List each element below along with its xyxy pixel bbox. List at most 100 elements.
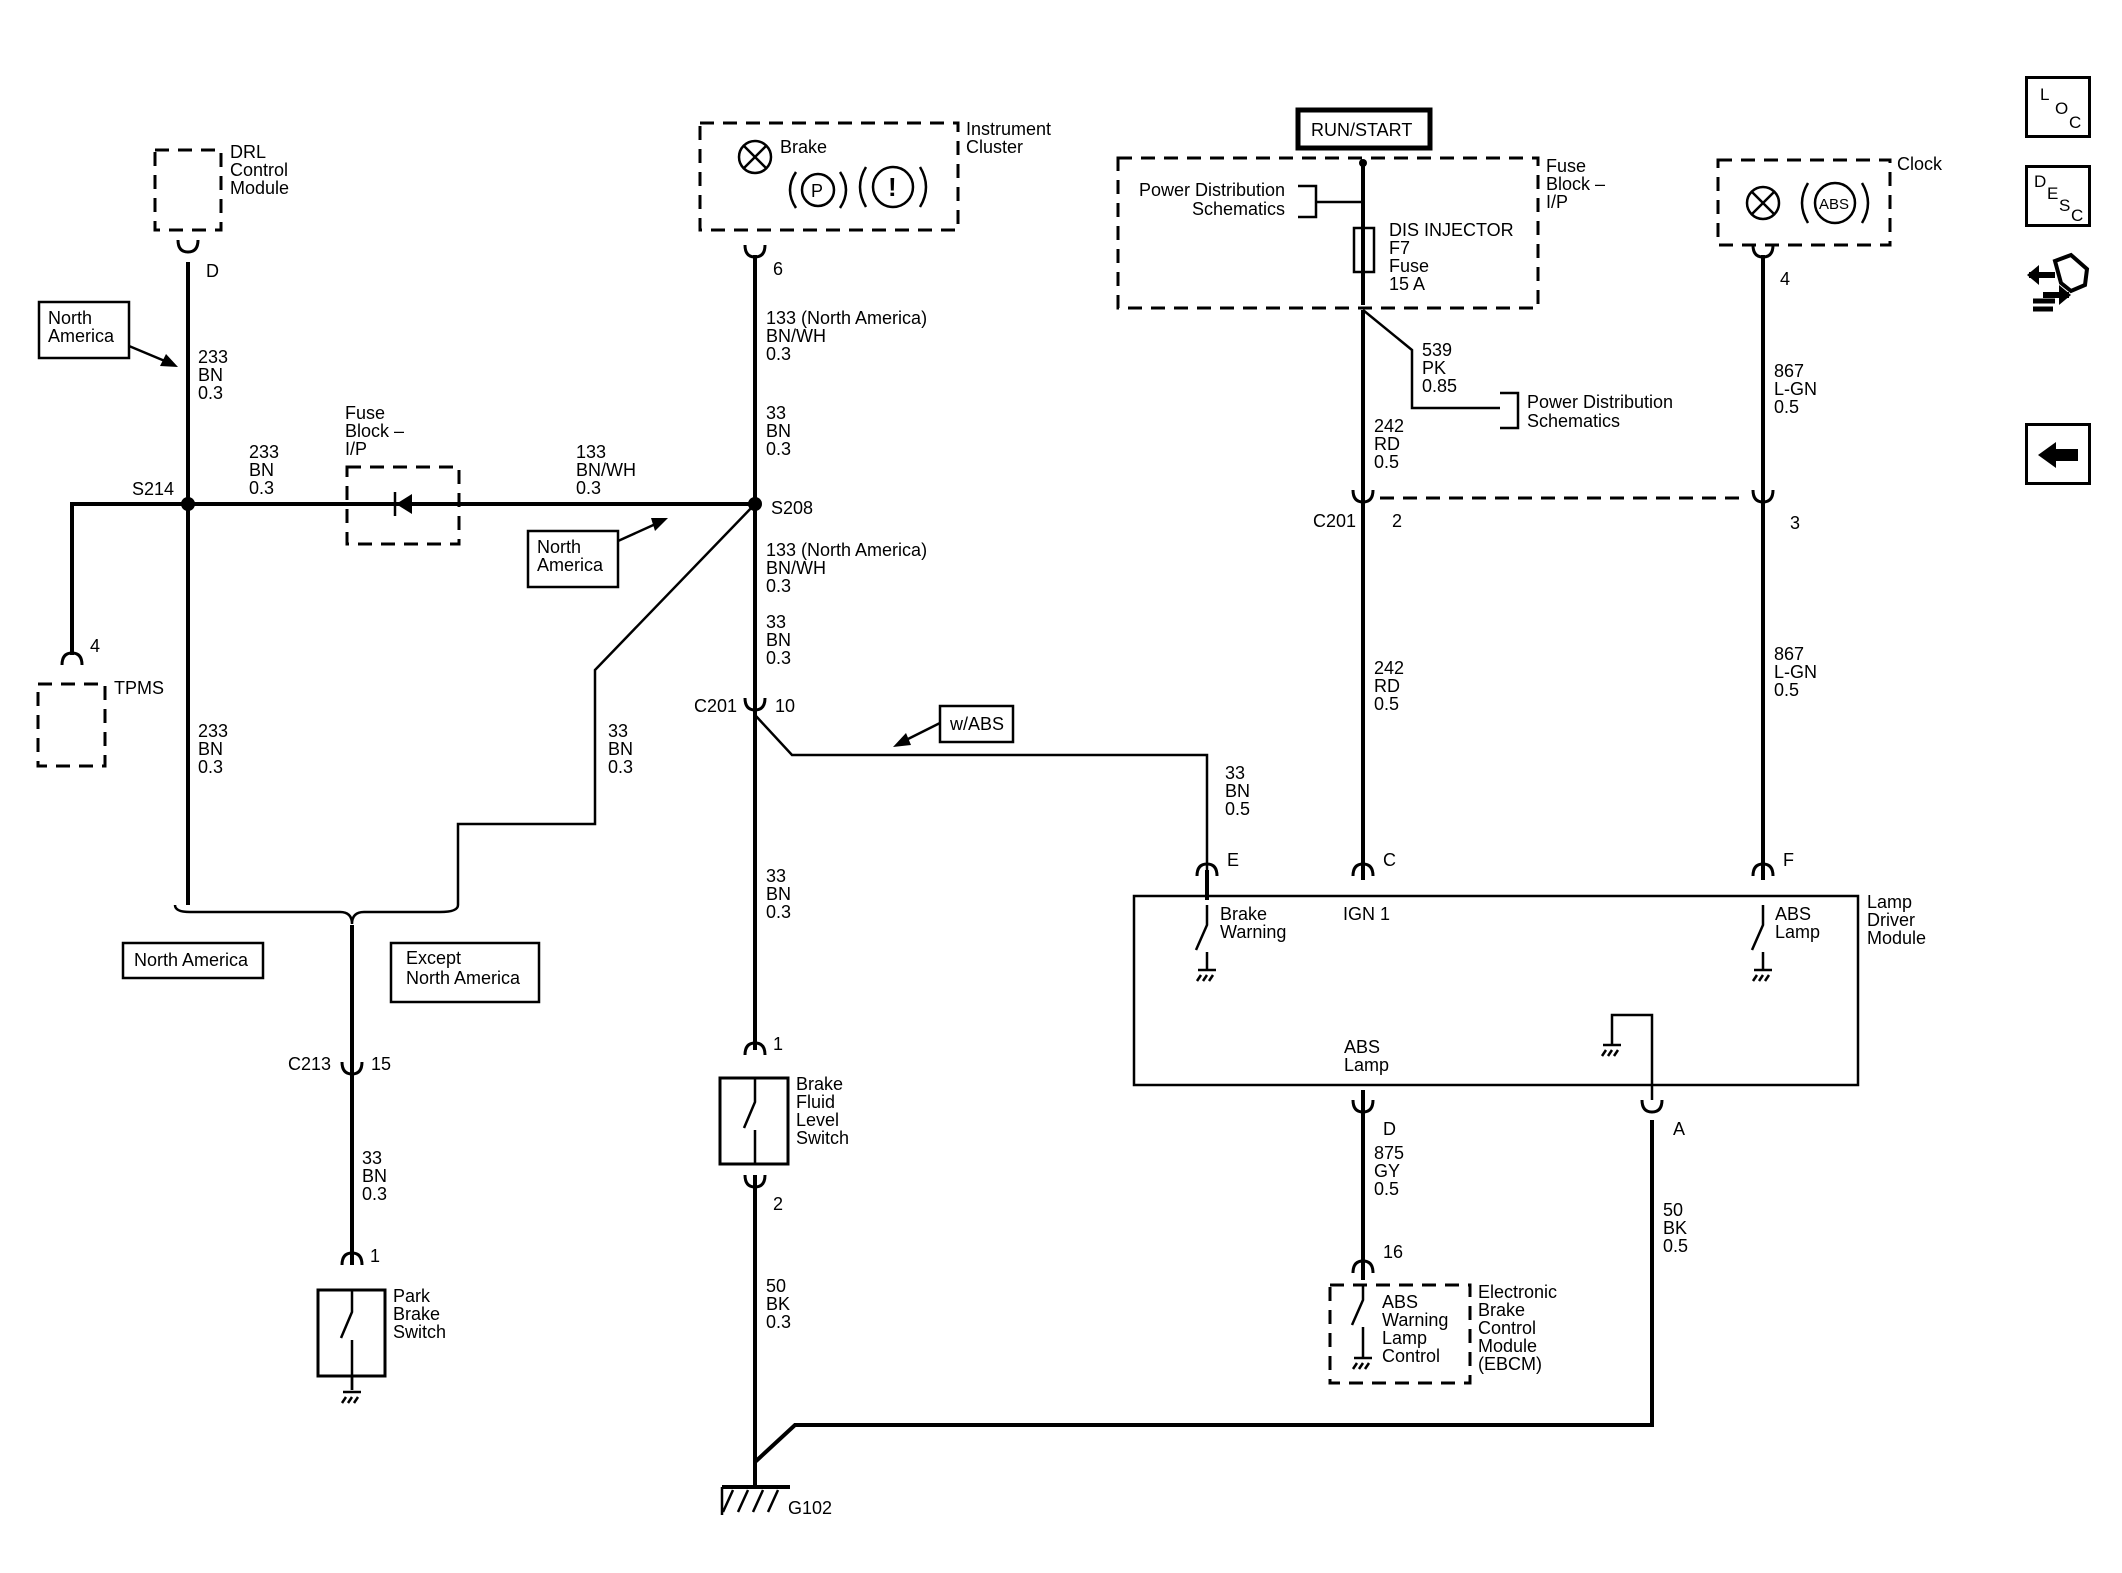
tag-except-na <box>389 941 541 1004</box>
ebcm-switch <box>1350 1285 1372 1370</box>
lamp-driver-module-box <box>1132 894 1860 1087</box>
pin-ic-6: 6 <box>773 259 783 279</box>
splice-s214-dot <box>181 497 195 511</box>
run-start-label: RUN/START <box>1311 120 1412 140</box>
junction-dot <box>1359 159 1367 167</box>
fuse-f7-icon <box>1352 226 1376 274</box>
wires <box>70 160 1765 1485</box>
brake-fluid-switch-contact <box>742 1078 757 1164</box>
description-button[interactable]: D E S C <box>2025 165 2091 227</box>
arrowhead-w-abs <box>893 733 911 747</box>
pds2-bracket <box>1500 391 1520 430</box>
pin-ldm-d: D <box>1383 1119 1396 1139</box>
tag-north-america-1 <box>37 300 131 360</box>
tpms-label: TPMS <box>114 678 164 698</box>
park-symbol-icon: P <box>788 171 848 209</box>
abs-bulb-icon <box>1745 185 1781 221</box>
connector-c201-left-label: C201 <box>694 696 737 716</box>
pin-pbs-1: 1 <box>370 1246 380 1266</box>
back-button[interactable] <box>2025 423 2091 485</box>
fuse-block-mid-box <box>345 465 461 546</box>
clock-module-box <box>1716 158 1892 247</box>
pin-c201-3: 3 <box>1790 513 1800 533</box>
tag-north-america-2 <box>526 529 620 589</box>
diode-icon <box>393 492 412 516</box>
connector-symbols <box>60 239 1775 1274</box>
tag-north-america-3 <box>121 941 265 980</box>
pin-tpms-4: 4 <box>90 636 100 656</box>
arrowhead-na-2 <box>651 518 668 531</box>
svg-text:!: ! <box>888 172 897 202</box>
fuse-block-box <box>1116 156 1540 310</box>
splice-s214-label: S214 <box>132 479 174 499</box>
pin-drl-d: D <box>206 261 219 281</box>
tag-w-abs <box>938 704 1015 744</box>
brake-bulb-icon <box>737 139 773 175</box>
pin-c201-2: 2 <box>1392 511 1402 531</box>
ldm-ign1-label: IGN 1 <box>1343 904 1390 924</box>
pin-ldm-c: C <box>1383 850 1396 870</box>
pin-bfl-1: 1 <box>773 1034 783 1054</box>
svg-text:ABS: ABS <box>1819 196 1849 213</box>
pin-ldm-e: E <box>1227 850 1239 870</box>
tpms-box <box>36 682 107 768</box>
splice-s208-label: S208 <box>771 498 813 518</box>
clock-label: Clock <box>1897 154 1943 174</box>
connector-link-icon[interactable] <box>2025 245 2091 325</box>
park-brake-switch-contact <box>339 1290 361 1404</box>
plug-arrows-icon <box>2027 252 2090 312</box>
drl-module-box <box>153 148 223 232</box>
warning-symbol-icon: ! <box>858 165 928 209</box>
connector-c201-right-label: C201 <box>1313 511 1356 531</box>
arrowhead-na-1 <box>160 354 178 367</box>
abs-symbol-icon: ABS <box>1800 181 1870 225</box>
ldm-switches <box>1194 905 1772 1057</box>
location-button[interactable]: L O C <box>2025 76 2091 138</box>
pin-c201-10: 10 <box>775 696 795 716</box>
back-arrow-icon <box>2038 442 2056 468</box>
pin-ebcm-16: 16 <box>1383 1242 1403 1262</box>
ebcm-box <box>1328 1283 1472 1385</box>
pds1-bracket <box>1298 184 1363 219</box>
ground-g102-label: G102 <box>788 1498 832 1518</box>
pin-clock-4: 4 <box>1780 269 1790 289</box>
pin-c213-15: 15 <box>371 1054 391 1074</box>
ground-g102-icon <box>720 1485 790 1515</box>
back-arrow-shaft <box>2054 449 2078 461</box>
pin-bfl-2: 2 <box>773 1194 783 1214</box>
